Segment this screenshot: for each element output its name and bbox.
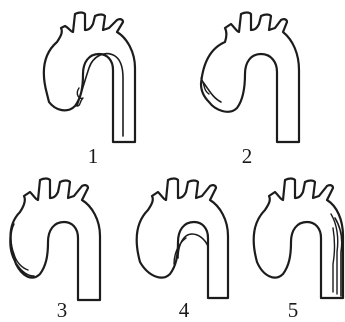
aortic-arch-outline (201, 13, 299, 143)
aortic-arch-drawing-4 (128, 168, 238, 318)
panel-2-label: 2 (227, 145, 267, 167)
aortic-arch-inner-wall (178, 234, 208, 258)
aortic-arch-outline (137, 179, 228, 299)
aortic-arch-outline (254, 179, 343, 299)
aortic-arch-outline (10, 179, 100, 301)
aortic-arch-panel-5 (247, 168, 345, 318)
panel-1-label: 1 (73, 145, 113, 167)
panel-5-label: 5 (273, 299, 313, 321)
panel-4-label: 4 (164, 299, 204, 321)
aortic-arch-drawing-2 (195, 2, 305, 152)
aortic-arch-panel-2 (195, 2, 305, 152)
aortic-arch-drawing-5 (247, 168, 345, 318)
aortic-arch-panel-4 (128, 168, 238, 318)
aortic-arch-outline (44, 13, 135, 143)
aortic-arch-drawing-3 (2, 168, 112, 318)
aortic-arch-panel-3 (2, 168, 112, 318)
panel-3-label: 3 (42, 299, 82, 321)
aortic-arch-panel-1 (35, 2, 145, 152)
aortic-arch-drawing-1 (35, 2, 145, 152)
